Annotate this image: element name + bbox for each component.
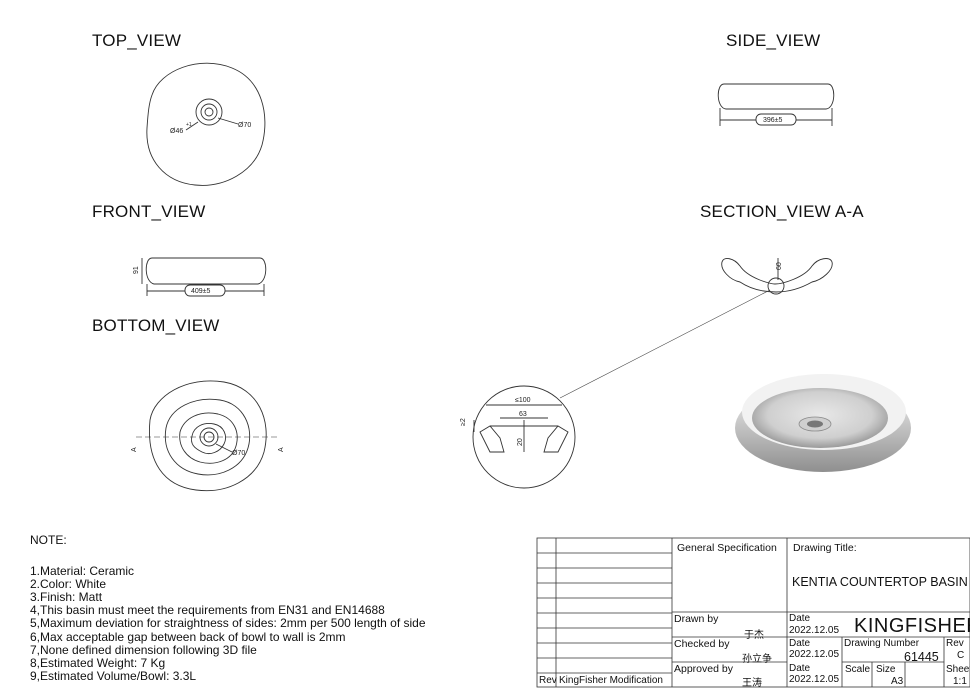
rev-label: Rev xyxy=(946,638,964,649)
top-view-drawing xyxy=(146,62,266,186)
detail-side-dim: ≥2 xyxy=(460,418,467,426)
front-view-drawing xyxy=(141,257,267,297)
section-view-title: SECTION_VIEW A-A xyxy=(700,202,864,221)
note-item: 2.Color: White xyxy=(30,577,107,592)
modification-label: KingFisher Modification xyxy=(559,675,663,686)
top-drain-inner-dim: Ø46 xyxy=(170,128,183,135)
top-view-title: TOP_VIEW xyxy=(92,31,182,50)
date-label-checked: Date xyxy=(789,638,811,649)
drawing-number-label: Drawing Number xyxy=(844,638,920,649)
approved-by-name: 王涛 xyxy=(742,678,762,689)
note-item: 3.Finish: Matt xyxy=(30,590,103,605)
note-item: 1.Material: Ceramic xyxy=(30,564,135,579)
detail-drawing xyxy=(472,385,576,489)
note-item: 4,This basin must meet the requirements … xyxy=(30,603,385,618)
side-width-dim: 396±5 xyxy=(763,117,783,124)
notes-block: NOTE: 1.Material: Ceramic 2.Color: White… xyxy=(30,533,426,683)
sheet-label: Sheet xyxy=(946,664,970,675)
sheet-value: 1:1 xyxy=(953,676,967,687)
date-label-drawn: Date xyxy=(789,613,811,624)
note-item: 9,Estimated Volume/Bowl: 3.3L xyxy=(30,668,197,683)
company-name: KINGFISHER xyxy=(854,615,970,637)
checked-by-label: Checked by xyxy=(674,638,730,650)
detail-height-dim: 20 xyxy=(517,438,524,446)
top-drain-tol: +1 xyxy=(186,122,192,128)
bottom-view-title: BOTTOM_VIEW xyxy=(92,316,220,335)
drawn-by-name: 于杰 xyxy=(744,630,764,641)
notes-header: NOTE: xyxy=(30,533,67,547)
section-marker-left: A xyxy=(131,447,138,452)
note-item: 7,None defined dimension following 3D fi… xyxy=(30,642,257,657)
front-view-title: FRONT_VIEW xyxy=(92,202,206,221)
section-view-drawing xyxy=(721,258,833,295)
side-view-drawing xyxy=(717,83,835,126)
detail-inner-dim: 63 xyxy=(519,411,527,418)
date-approved: 2022.12.05 xyxy=(789,674,840,685)
side-view-title: SIDE_VIEW xyxy=(726,31,821,50)
front-width-dim: 409±5 xyxy=(191,288,211,295)
note-item: 8,Estimated Weight: 7 Kg xyxy=(30,655,166,670)
detail-leader-line xyxy=(559,289,771,399)
front-height-dim: 91 xyxy=(133,266,140,274)
date-label-approved: Date xyxy=(789,663,811,674)
date-checked: 2022.12.05 xyxy=(789,649,840,660)
top-drain-outer-dim: Ø70 xyxy=(238,122,251,129)
scale-label: Scale xyxy=(845,664,871,675)
drawing-title: KENTIA COUNTERTOP BASIN xyxy=(792,575,968,589)
note-item: 5,Maximum deviation for straightness of … xyxy=(30,616,426,631)
basin-3d-render xyxy=(735,374,911,472)
rev-value: C xyxy=(957,650,965,661)
general-spec-label: General Specification xyxy=(677,542,777,554)
size-value: A3 xyxy=(891,676,904,687)
section-depth-dim: 60 xyxy=(776,262,783,270)
detail-top-dim: ≤100 xyxy=(515,397,531,404)
drawn-by-label: Drawn by xyxy=(674,613,719,625)
title-block-grid xyxy=(536,537,970,688)
bottom-drain-dim: Ø70 xyxy=(232,450,245,457)
drawing-number: 61445 xyxy=(904,650,939,664)
checked-by-name: 孙立争 xyxy=(742,654,772,665)
size-label: Size xyxy=(876,664,896,675)
section-marker-right: A xyxy=(278,447,285,452)
drawing-title-label: Drawing Title: xyxy=(793,542,857,554)
rev-column-label: Rev xyxy=(539,675,557,686)
bottom-view-drawing xyxy=(136,380,280,492)
note-item: 6,Max acceptable gap between back of bow… xyxy=(30,629,346,644)
approved-by-label: Approved by xyxy=(674,663,733,675)
date-drawn: 2022.12.05 xyxy=(789,625,840,636)
